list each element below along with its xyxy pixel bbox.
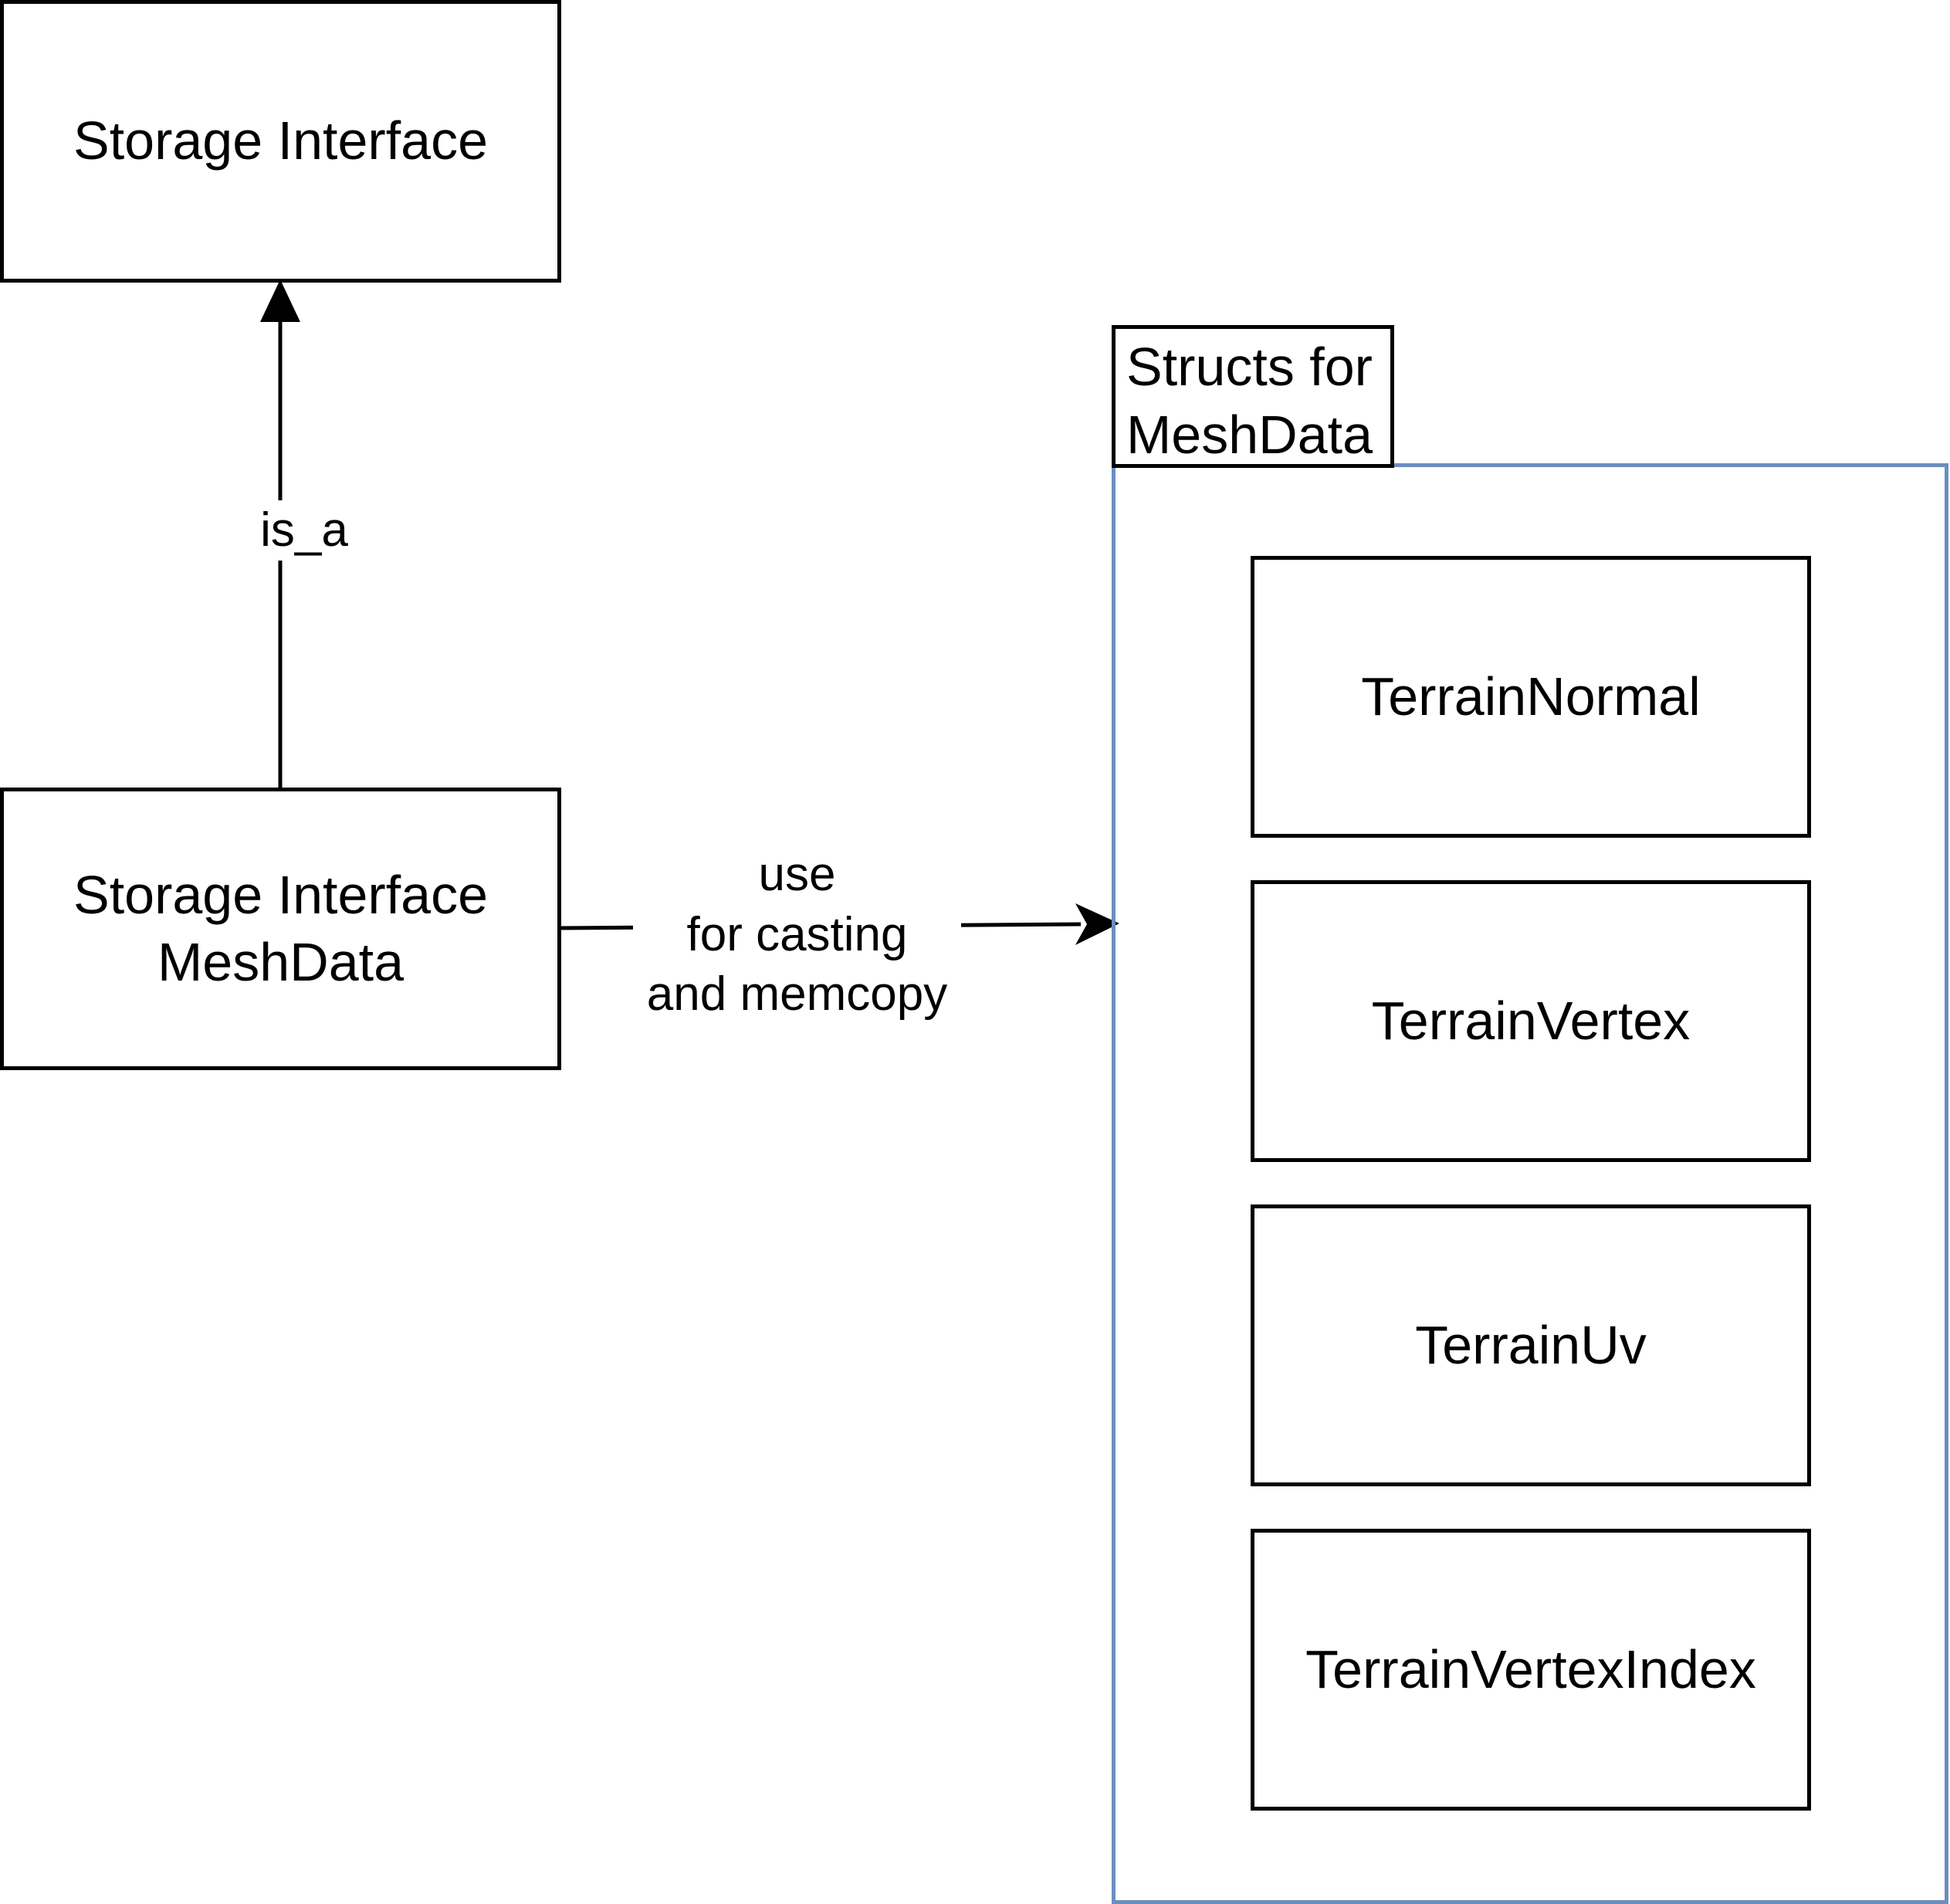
structs-container (1112, 463, 1948, 1904)
storage-interface-label: Storage Interface (73, 110, 488, 171)
terrain-normal-node[interactable]: TerrainNormal (1251, 556, 1811, 838)
storage-interface-node[interactable]: Storage Interface (0, 0, 561, 283)
is-a-arrowhead (260, 280, 300, 322)
is-a-edge-label: is_a (245, 500, 363, 561)
terrain-normal-label: TerrainNormal (1361, 666, 1701, 727)
storage-interface-meshdata-node[interactable]: Storage Interface MeshData (0, 788, 561, 1070)
terrain-vertex-node[interactable]: TerrainVertex (1251, 880, 1811, 1162)
terrain-vertex-index-label: TerrainVertexIndex (1305, 1638, 1756, 1699)
terrain-vertex-label: TerrainVertex (1371, 990, 1691, 1051)
storage-interface-meshdata-label: Storage Interface MeshData (73, 864, 488, 993)
use-edge-label: use for casting and memcopy (633, 845, 961, 1025)
structs-container-title: Structs for MeshData (1112, 325, 1394, 468)
terrain-uv-node[interactable]: TerrainUv (1251, 1204, 1811, 1486)
terrain-uv-label: TerrainUv (1415, 1314, 1647, 1375)
terrain-vertex-index-node[interactable]: TerrainVertexIndex (1251, 1529, 1811, 1811)
use-arrowhead (1075, 903, 1119, 945)
